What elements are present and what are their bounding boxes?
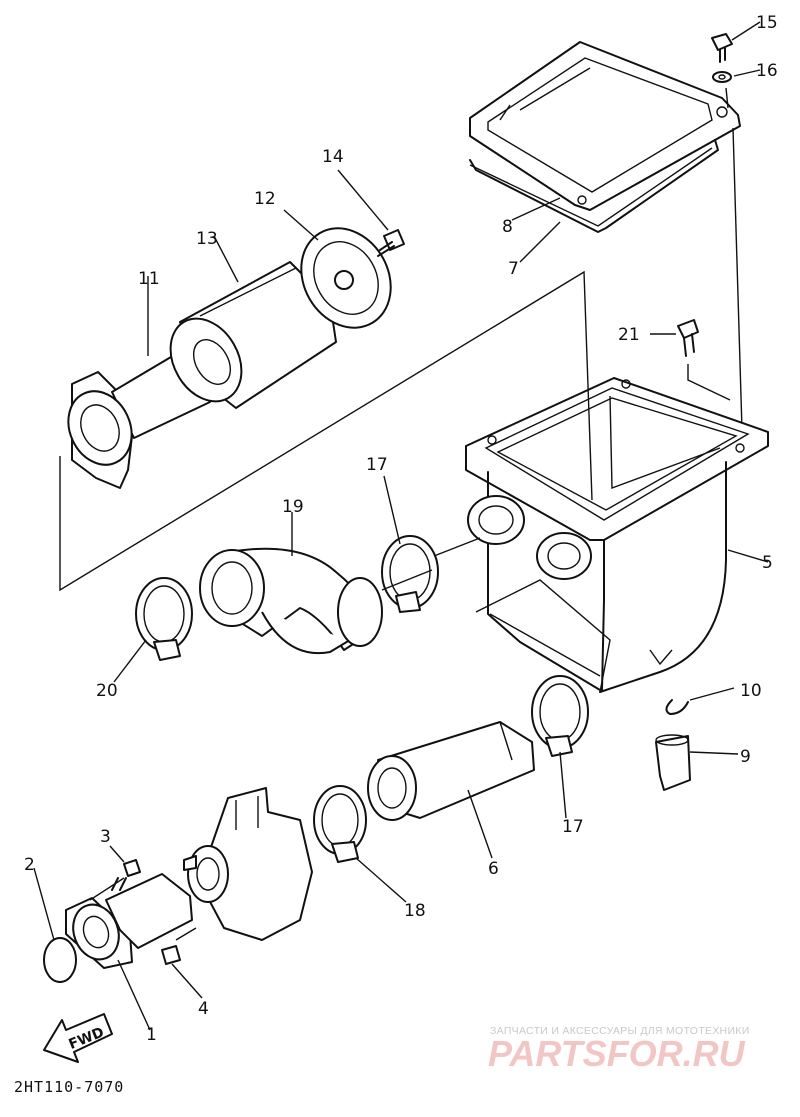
leader-line — [475, 579, 611, 693]
label-13: 13 — [196, 229, 218, 249]
assembly-outline — [59, 270, 593, 592]
diagram-code: 2HT110-7070 — [14, 1078, 124, 1096]
label-6: 6 — [488, 859, 499, 879]
label-18: 18 — [404, 901, 426, 921]
watermark-tagline: ЗАПЧАСТИ И АКСЕССУАРЫ ДЛЯ МОТОТЕХНИКИ — [490, 1025, 750, 1037]
callout-leaders — [33, 21, 769, 1031]
screw-14 — [377, 229, 405, 257]
label-12: 12 — [254, 189, 276, 209]
label-4: 4 — [198, 999, 209, 1019]
washer-16 — [712, 71, 732, 83]
leader-line — [89, 877, 197, 941]
filter-element — [169, 261, 337, 409]
label-16: 16 — [756, 61, 778, 81]
label-8: 8 — [502, 217, 513, 237]
carburetor — [183, 787, 313, 941]
label-7: 7 — [508, 259, 519, 279]
label-14: 14 — [322, 147, 344, 167]
label-11: 11 — [138, 269, 160, 289]
part-number-labels: 15 16 14 12 13 11 8 7 21 17 19 5 20 10 9… — [24, 13, 778, 1045]
air-box-case — [465, 377, 769, 693]
clamp-20 — [135, 577, 193, 661]
bolt-15 — [711, 33, 733, 63]
clamp-18 — [313, 785, 367, 863]
clip-10 — [665, 699, 689, 715]
clamp-17-lower — [531, 675, 589, 757]
label-21: 21 — [618, 325, 640, 345]
bolt-21 — [677, 319, 731, 401]
label-20: 20 — [96, 681, 118, 701]
label-17-upper: 17 — [366, 455, 388, 475]
filter-cap — [300, 227, 392, 329]
leader-line — [725, 87, 743, 431]
label-17-lower: 17 — [562, 817, 584, 837]
label-19: 19 — [282, 497, 304, 517]
nut-4 — [161, 945, 181, 965]
clamp-17-upper — [381, 535, 439, 613]
label-10: 10 — [740, 681, 762, 701]
label-5: 5 — [762, 553, 773, 573]
leader-line — [381, 537, 481, 591]
label-3: 3 — [100, 827, 111, 847]
label-2: 2 — [24, 855, 35, 875]
cover-gasket — [469, 139, 719, 233]
watermark-brand: PARTSFOR.RU — [488, 1033, 746, 1074]
air-box-cover — [469, 41, 741, 211]
joint-6 — [367, 721, 535, 821]
fwd-arrow-icon: FWD — [43, 1013, 113, 1063]
label-9: 9 — [740, 747, 751, 767]
label-15: 15 — [756, 13, 778, 33]
joint-19 — [199, 547, 383, 655]
o-ring-2 — [43, 937, 77, 983]
drain-cap-9 — [655, 734, 691, 791]
label-1: 1 — [146, 1025, 157, 1045]
